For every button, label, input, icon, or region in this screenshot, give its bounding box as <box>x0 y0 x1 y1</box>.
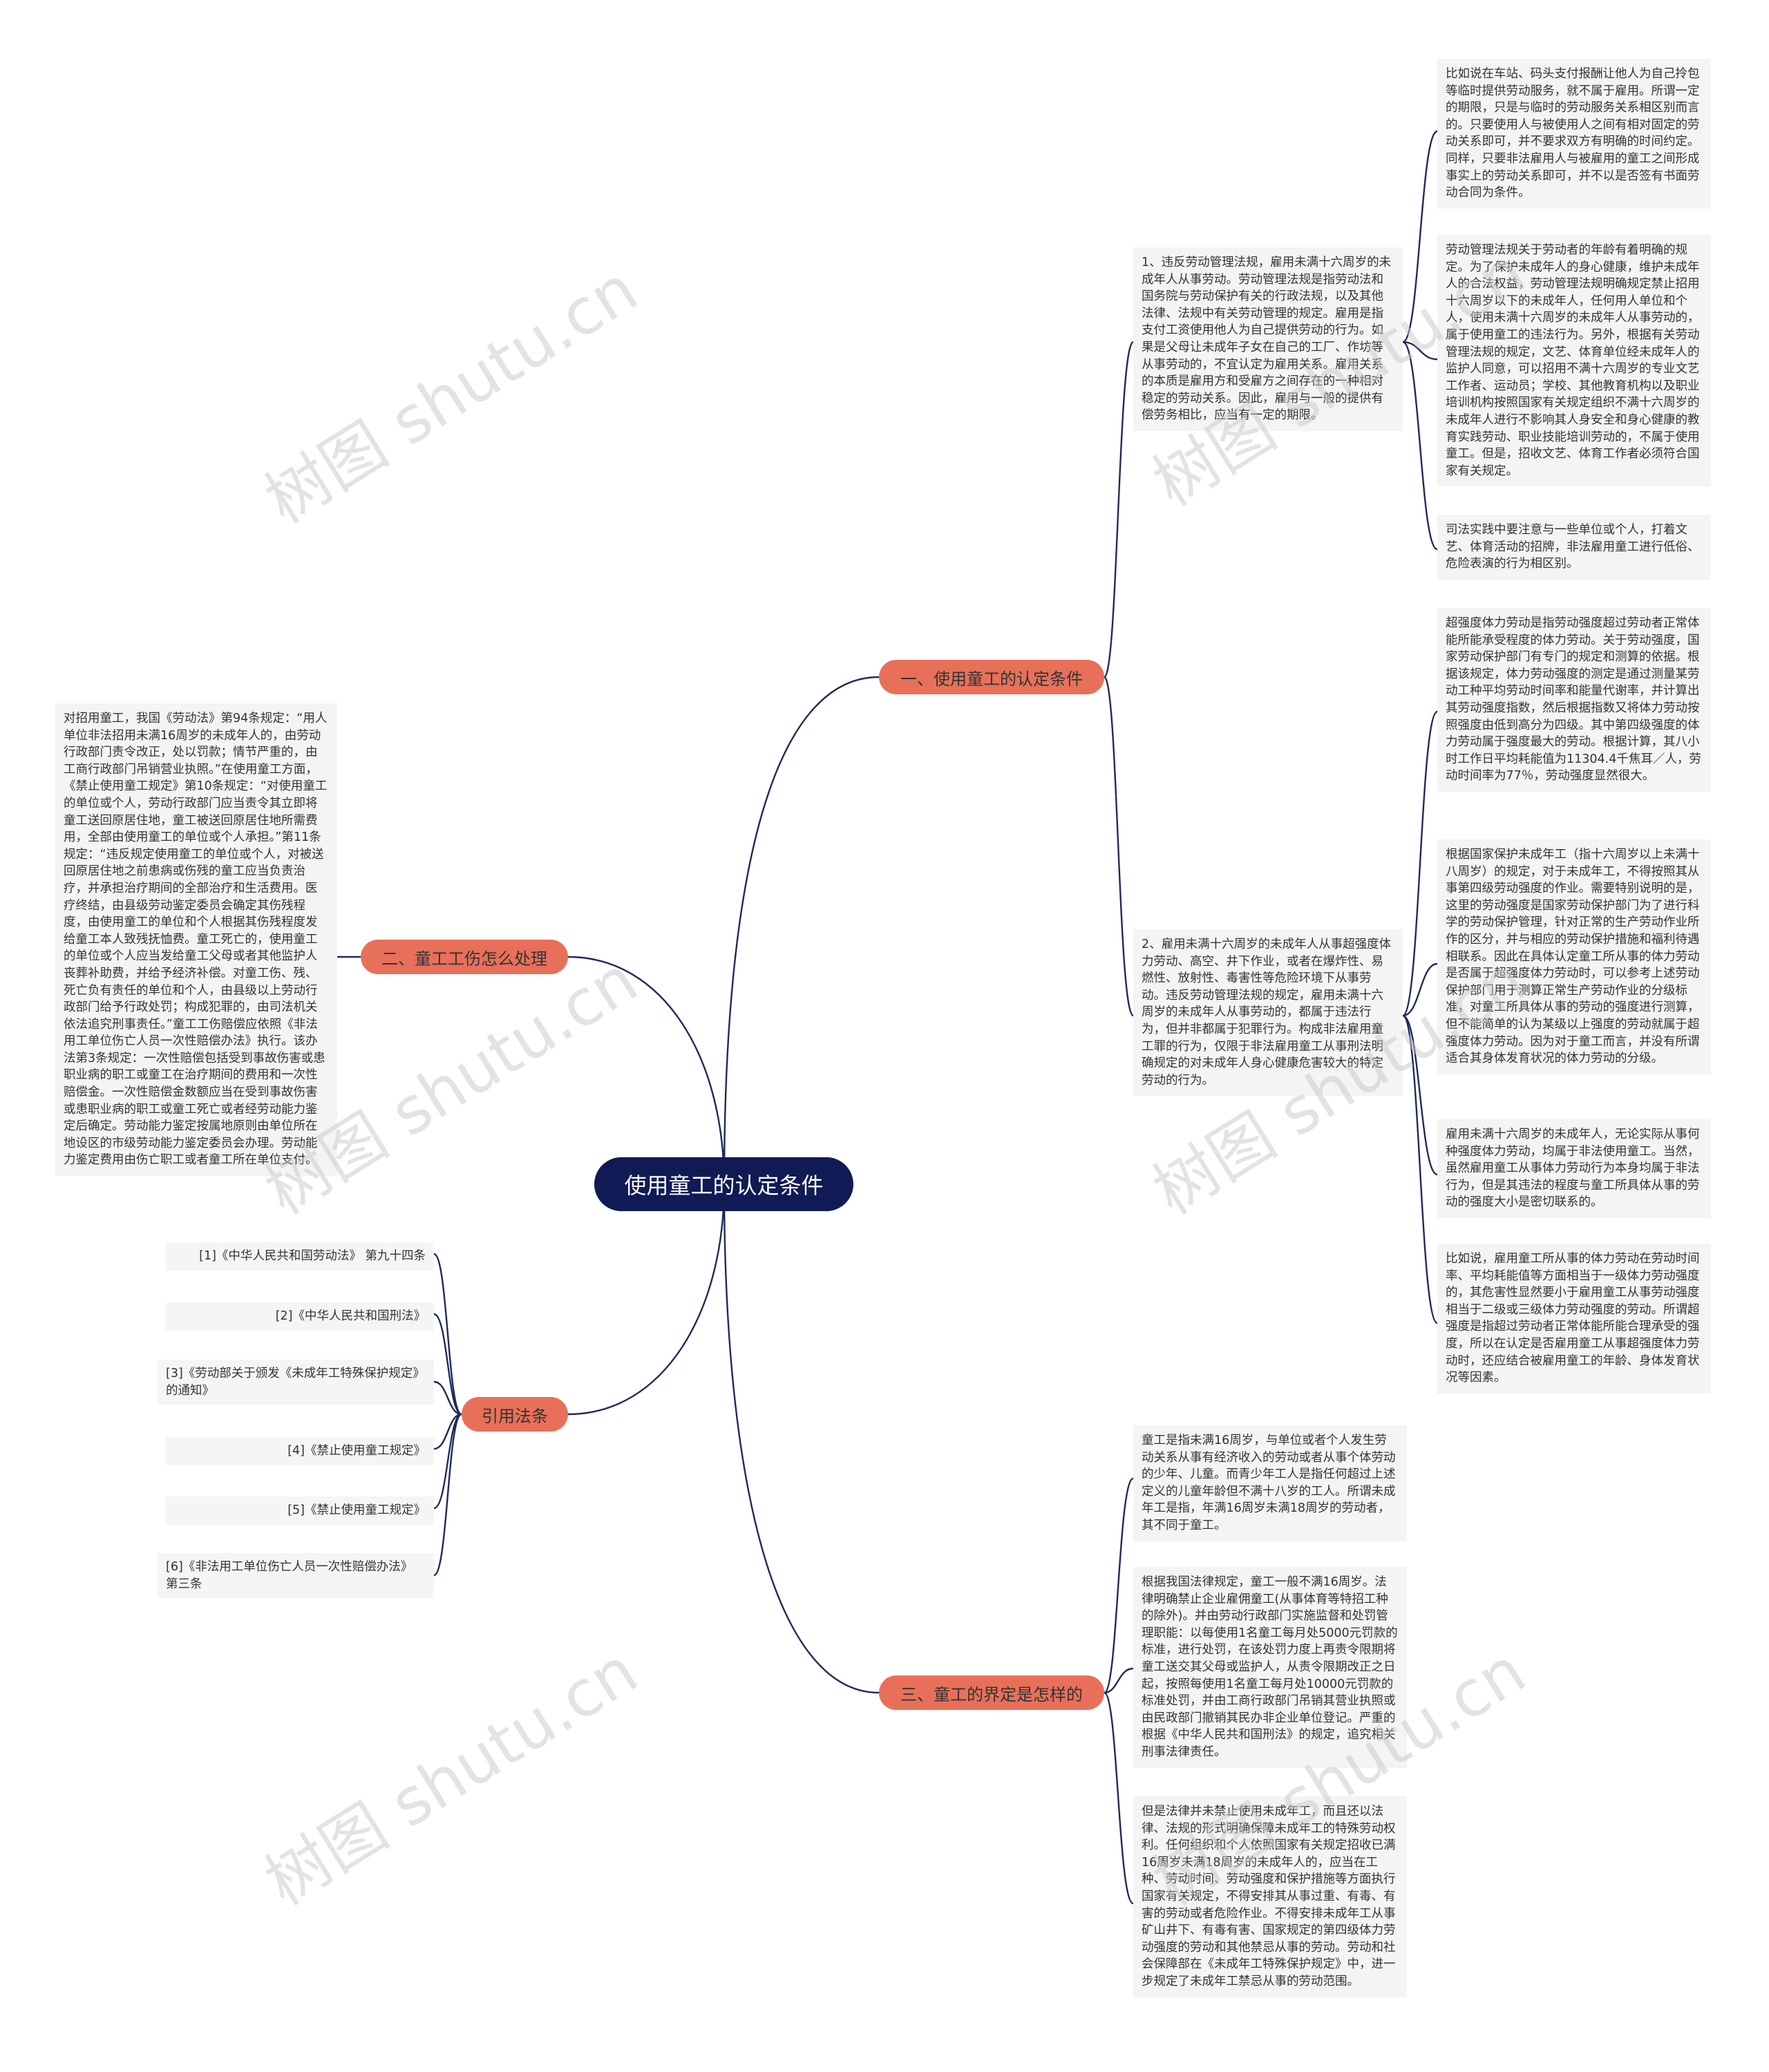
branch-label: 二、童工工伤怎么处理 <box>381 949 547 969</box>
b3-detail: 根据我国法律规定，童工一般不满16周岁。法律明确禁止企业雇佣童工(从事体育等特招… <box>1133 1567 1407 1768</box>
ref-item: [4]《禁止使用童工规定》 <box>166 1437 434 1465</box>
b1-sub2-detail: 根据国家保护未成年工（指十六周岁以上未满十八周岁）的规定，对于未成年工，不得按照… <box>1437 839 1711 1074</box>
connector-b1-sub1 <box>1103 341 1135 678</box>
connector-root-b2 <box>567 956 726 1186</box>
connector-root-b4 <box>567 1184 726 1416</box>
branch-label: 三、童工的界定是怎样的 <box>900 1684 1083 1704</box>
b1-sub1-detail: 比如说在车站、码头支付报酬让他人为自己拎包等临时提供劳动服务，就不属于雇用。所谓… <box>1437 59 1711 209</box>
branch-node-1[interactable]: 一、使用童工的认定条件 <box>879 660 1104 694</box>
ref-item: [2]《中华人民共和国刑法》 <box>166 1302 434 1331</box>
connector-b1-sub2 <box>1103 676 1135 1017</box>
root-label: 使用童工的认定条件 <box>624 1172 824 1199</box>
branch-node-2[interactable]: 二、童工工伤怎么处理 <box>361 940 568 974</box>
b2-text: 对招用童工，我国《劳动法》第94条规定：“用人单位非法招用未满16周岁的未成年人… <box>55 703 337 1177</box>
b1-sub2-detail: 超强度体力劳动是指劳动强度超过劳动者正常体能所能承受程度的体力劳动。关于劳动强度… <box>1437 608 1711 792</box>
ref-item: [6]《非法用工单位伤亡人员一次性赔偿办法》 第三条 <box>158 1553 434 1599</box>
branch-label: 一、使用童工的认定条件 <box>900 669 1083 689</box>
connector-root-b1 <box>723 676 880 1186</box>
b1-sub1-text: 1、违反劳动管理法规，雇用未满十六周岁的未成年人从事劳动。劳动管理法规是指劳动法… <box>1133 247 1403 431</box>
branch-label: 引用法条 <box>482 1406 548 1426</box>
b1-sub1-detail: 司法实践中要注意与一些单位或个人，打着文艺、体育活动的招牌，非法雇用童工进行低俗… <box>1437 515 1711 580</box>
connector-root-b3 <box>723 1184 880 1694</box>
b1-sub2-text: 2、雇用未满十六周岁的未成年人从事超强度体力劳动、高空、井下作业，或者在爆炸性、… <box>1133 929 1403 1096</box>
branch-node-4[interactable]: 引用法条 <box>462 1397 568 1432</box>
b1-sub2-detail: 比如说，雇用童工所从事的体力劳动在劳动时间率、平均耗能值等方面相当于一级体力劳动… <box>1437 1244 1711 1394</box>
connector-sub2-details <box>1401 710 1439 1324</box>
b3-detail: 但是法律并未禁止使用未成年工，而且还以法律、法规的形式明确保障未成年工的特殊劳动… <box>1133 1796 1407 1997</box>
connector-b3-details <box>1103 1477 1134 1905</box>
ref-item: [1]《中华人民共和国劳动法》 第九十四条 <box>166 1242 434 1271</box>
connector-b4-refs <box>433 1253 462 1577</box>
b1-sub1-detail: 劳动管理法规关于劳动者的年龄有着明确的规定。为了保护未成年人的身心健康，维护未成… <box>1437 235 1711 487</box>
b3-detail: 童工是指未满16周岁，与单位或者个人发生劳动关系从事有经济收入的劳动或者从事个体… <box>1133 1425 1407 1541</box>
root-node[interactable]: 使用童工的认定条件 <box>594 1157 853 1211</box>
branch-node-3[interactable]: 三、童工的界定是怎样的 <box>879 1675 1104 1710</box>
b1-sub2-detail: 雇用未满十六周岁的未成年人，无论实际从事何种强度体力劳动，均属于非法使用童工。当… <box>1437 1119 1711 1218</box>
ref-item: [5]《禁止使用童工规定》 <box>166 1496 434 1525</box>
connector-sub1-details <box>1402 130 1438 551</box>
ref-item: [3]《劳动部关于颁发《未成年工特殊保护规定》的通知》 <box>158 1360 434 1405</box>
